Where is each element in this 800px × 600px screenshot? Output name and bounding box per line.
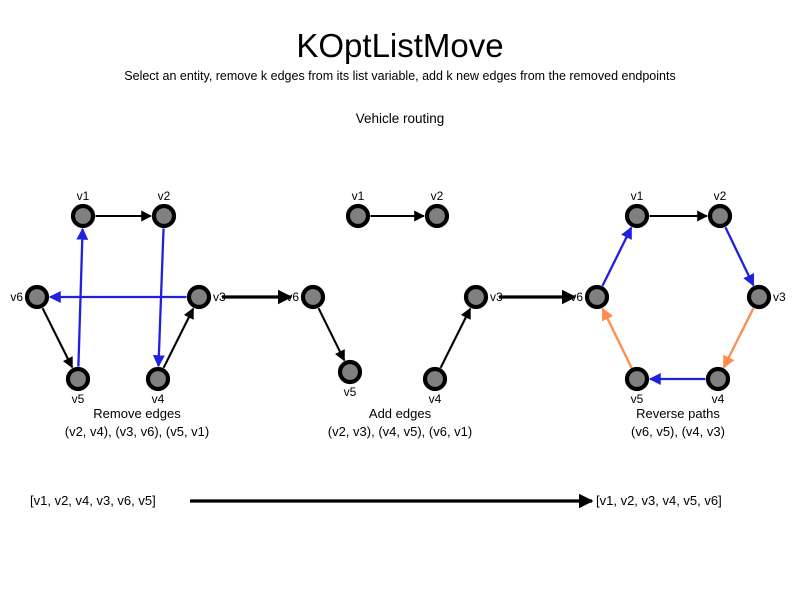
before-list: [v1, v2, v4, v3, v6, v5]: [30, 493, 156, 508]
node-circle: [624, 366, 650, 392]
node-circle: [24, 284, 50, 310]
edge-reverse-v2-v3: [724, 226, 755, 287]
node-circle: [300, 284, 326, 310]
node-reverse-v3[interactable]: v3: [746, 284, 786, 310]
node-label: v4: [152, 392, 165, 406]
node-add-v6[interactable]: v6: [286, 284, 326, 310]
node-label: v1: [631, 189, 644, 203]
node-label: v5: [344, 385, 357, 399]
node-circle: [584, 284, 610, 310]
node-label: v3: [213, 290, 226, 304]
panel-caption-detail-reverse: (v6, v5), (v4, v3): [631, 424, 725, 439]
edge-remove-v6-v5: [41, 307, 74, 369]
node-circle: [746, 284, 772, 310]
node-remove-v1[interactable]: v1: [70, 189, 96, 229]
node-remove-v6[interactable]: v6: [10, 284, 50, 310]
node-circle: [707, 203, 733, 229]
edge-add-v6-v5: [317, 307, 346, 362]
node-label: v3: [490, 290, 503, 304]
node-reverse-v1[interactable]: v1: [624, 189, 650, 229]
node-label: v2: [158, 189, 171, 203]
node-label: v4: [429, 392, 442, 406]
transform-row: [v1, v2, v4, v3, v6, v5] [v1, v2, v3, v4,…: [30, 493, 722, 509]
node-circle: [70, 203, 96, 229]
after-list: [v1, v2, v3, v4, v5, v6]: [596, 493, 722, 508]
node-circle: [65, 366, 91, 392]
node-reverse-v6[interactable]: v6: [570, 284, 610, 310]
panel-caption-title-add: Add edges: [369, 406, 432, 421]
edges-layer: [41, 210, 755, 385]
edge-reverse-v6-v1: [601, 226, 633, 287]
panel-caption-title-remove: Remove edges: [93, 406, 181, 421]
node-remove-v5[interactable]: v5: [65, 366, 91, 406]
edge-remove-v4-v3: [162, 307, 195, 369]
nodes-layer: v1 v2 v6 v3 v5 v4 v1 v2 v6 v3 v5 v4 v1 v2 v3 v4 v5 v6: [10, 189, 786, 406]
node-circle: [705, 366, 731, 392]
captions-layer: Remove edges (v2, v4), (v3, v6), (v5, v1)…: [65, 406, 725, 439]
node-circle: [345, 203, 371, 229]
node-remove-v3[interactable]: v3: [186, 284, 226, 310]
edge-add-v4-v3: [439, 307, 472, 369]
node-reverse-v2[interactable]: v2: [707, 189, 733, 229]
node-circle: [424, 203, 450, 229]
node-reverse-v5[interactable]: v5: [624, 366, 650, 406]
node-add-v1[interactable]: v1: [345, 189, 371, 229]
node-label: v4: [712, 392, 725, 406]
edge-reverse-v3-v4: [722, 307, 755, 369]
node-add-v5[interactable]: v5: [337, 359, 363, 399]
node-circle: [422, 366, 448, 392]
panel-caption-detail-add: (v2, v3), (v4, v5), (v6, v1): [328, 424, 472, 439]
node-circle: [337, 359, 363, 385]
section-label: Vehicle routing: [355, 111, 445, 126]
edge-reverse-v5-v6: [601, 307, 633, 369]
node-circle: [624, 203, 650, 229]
node-reverse-v4[interactable]: v4: [705, 366, 731, 406]
node-remove-v4[interactable]: v4: [145, 366, 171, 406]
node-label: v1: [77, 189, 90, 203]
node-label: v2: [714, 189, 727, 203]
node-label: v5: [72, 392, 85, 406]
node-label: v5: [631, 392, 644, 406]
page-title: KOptListMove: [296, 27, 504, 64]
node-add-v4[interactable]: v4: [422, 366, 448, 406]
node-remove-v2[interactable]: v2: [151, 189, 177, 229]
node-circle: [151, 203, 177, 229]
node-circle: [186, 284, 212, 310]
node-label: v6: [10, 290, 23, 304]
panel-caption-title-reverse: Reverse paths: [636, 406, 720, 421]
node-circle: [463, 284, 489, 310]
node-label: v1: [352, 189, 365, 203]
page-subtitle: Select an entity, remove k edges from it…: [124, 69, 676, 83]
node-add-v2[interactable]: v2: [424, 189, 450, 229]
node-label: v3: [773, 290, 786, 304]
panel-caption-detail-remove: (v2, v4), (v3, v6), (v5, v1): [65, 424, 209, 439]
node-add-v3[interactable]: v3: [463, 284, 503, 310]
node-label: v2: [431, 189, 444, 203]
node-circle: [145, 366, 171, 392]
